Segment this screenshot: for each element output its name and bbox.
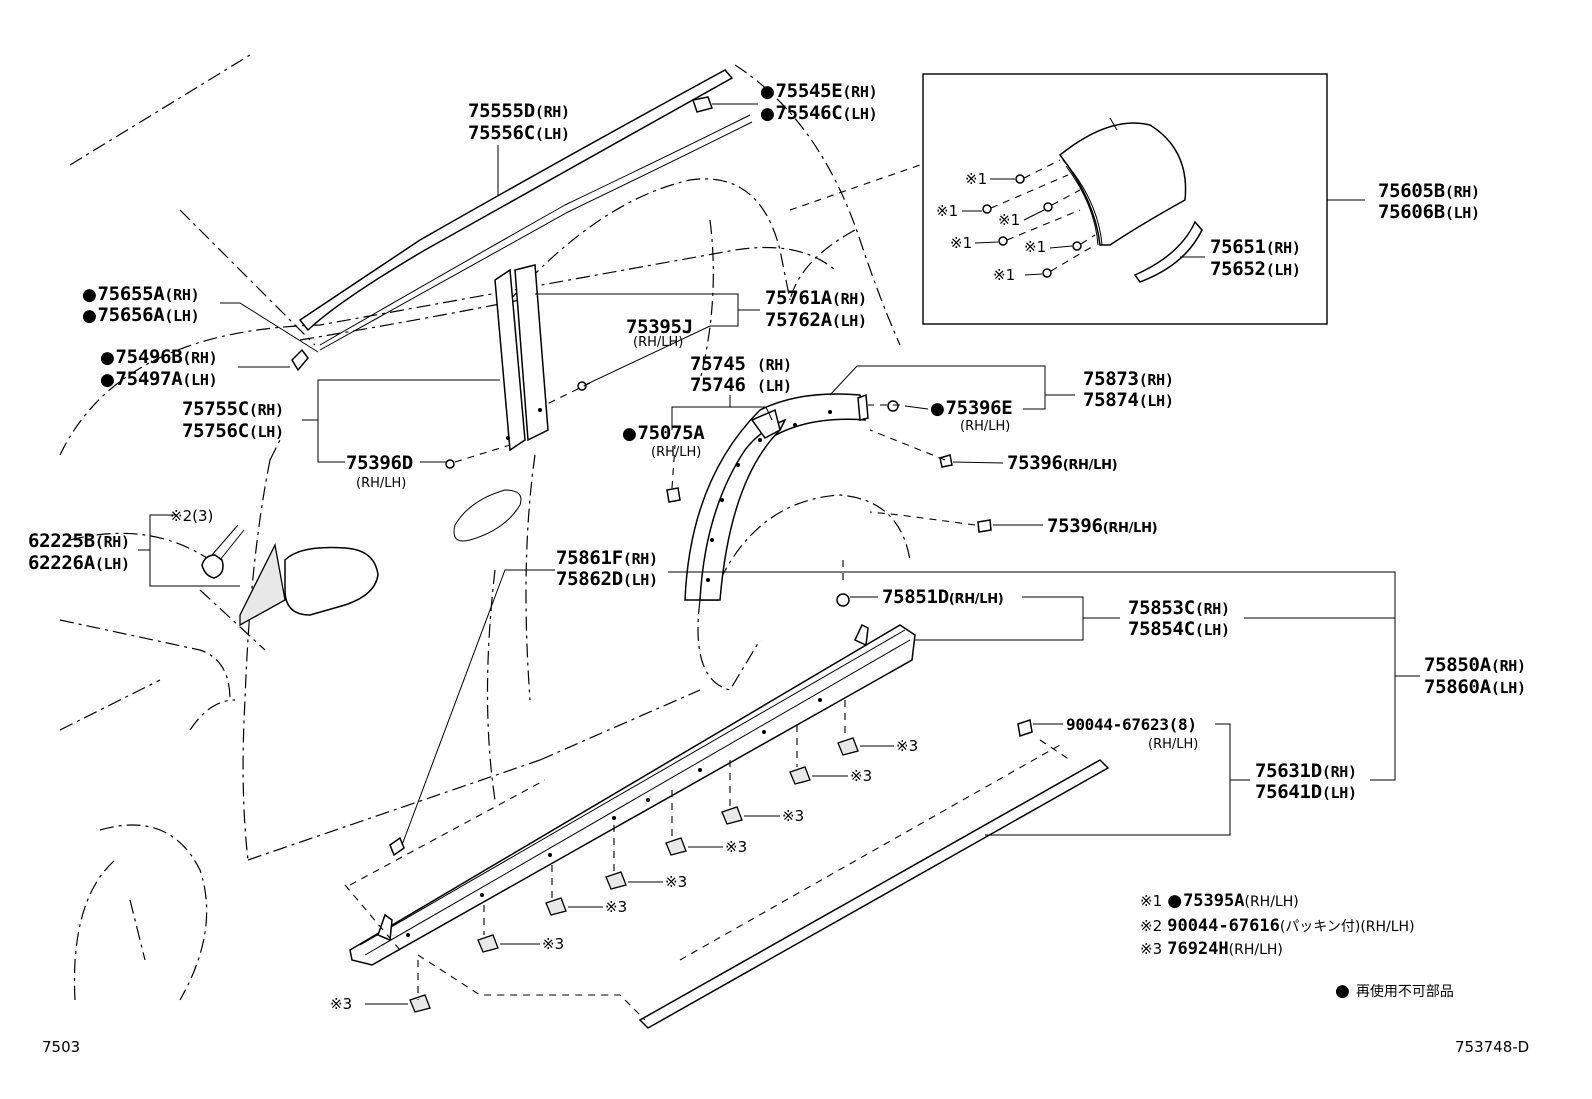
label-75641D: 75641D(LH) [1255, 781, 1357, 803]
footer-left-code: 7503 [42, 1038, 81, 1056]
mark-3-b: ※3 [850, 767, 873, 785]
label-75075A-note: (RH/LH) [651, 445, 702, 460]
label-75756C: 75756C(LH) [182, 420, 284, 442]
label-75606B: 75606B(LH) [1378, 201, 1480, 223]
mark-1-b: ※1 [936, 202, 959, 220]
mark-1-d: ※1 [950, 234, 973, 252]
dashed-leaders [454, 164, 1071, 761]
label-75497A: 75497A(LH) [100, 368, 218, 391]
label-75762A: 75762A(LH) [765, 309, 867, 331]
label-75656A: 75656A(LH) [82, 304, 200, 327]
label-75861F: 75861F(RH) [556, 547, 658, 569]
label-75396D: 75396D [346, 452, 413, 474]
label-75545E: 75545E(RH) [760, 80, 878, 103]
label-75396-upper: 75396(RH/LH) [1007, 452, 1118, 474]
mark-3-d: ※3 [725, 838, 748, 856]
mark-2-qty: ※2(3) [170, 507, 214, 525]
mark-1-f: ※1 [993, 266, 1016, 284]
legend-row-2: ※2 90044-67616(パッキン付)(RH/LH) [1140, 916, 1415, 936]
wheel-arch-molding [684, 393, 869, 601]
label-75651: 75651(RH) [1210, 236, 1301, 258]
label-75396E: 75396E [930, 397, 1013, 420]
label-75652: 75652(LH) [1210, 258, 1301, 280]
label-62226A: 62226A(LH) [28, 552, 130, 574]
legend-row-1: ※1 75395A(RH/LH) [1140, 890, 1299, 913]
label-75496B: 75496B(RH) [100, 346, 218, 369]
mark-3-a: ※3 [896, 737, 919, 755]
legend-non-reusable: 再使用不可部品 [1335, 980, 1454, 1003]
label-75555D: 75555D(RH) [468, 100, 570, 122]
label-75631D: 75631D(RH) [1255, 760, 1357, 782]
label-75873: 75873(RH) [1083, 368, 1174, 390]
label-75746: 75746 (LH) [690, 374, 792, 396]
label-75850A: 75850A(RH) [1424, 654, 1526, 676]
label-75396D-note: (RH/LH) [356, 476, 407, 491]
misc-clips [389, 381, 1033, 857]
rocker-clips [409, 700, 859, 1013]
mark-1-c: ※1 [998, 211, 1021, 229]
footer-right-code: 753748-D [1455, 1038, 1530, 1056]
label-75605B: 75605B(RH) [1378, 180, 1480, 202]
label-75854C: 75854C(LH) [1128, 618, 1230, 640]
roof-molding-part [298, 69, 753, 351]
label-75395J: 75395J [626, 316, 693, 338]
label-90044-67623: 90044-67623(8) [1066, 715, 1197, 734]
roof-clip [692, 96, 713, 113]
mark-3-h: ※3 [330, 995, 353, 1013]
mark-3-e: ※3 [665, 873, 688, 891]
inset-box [922, 73, 1328, 325]
label-75396-lower: 75396(RH/LH) [1047, 515, 1158, 537]
inset-mudguard-part [982, 117, 1203, 283]
mark-1-a: ※1 [965, 170, 988, 188]
label-75761A: 75761A(RH) [765, 287, 867, 309]
legend-row-3: ※3 76924H(RH/LH) [1140, 939, 1283, 959]
label-75396E-note: (RH/LH) [960, 419, 1011, 434]
label-75851D: 75851D(RH/LH) [882, 586, 1004, 608]
mark-3-c: ※3 [782, 807, 805, 825]
label-75755C: 75755C(RH) [182, 398, 284, 420]
rocker-panel-part [349, 623, 916, 966]
mirror-outline [201, 524, 379, 627]
leader-lines [138, 103, 1420, 1005]
vehicle-body-outline [59, 54, 911, 1001]
label-90044-67623-note: (RH/LH) [1148, 737, 1199, 752]
label-75655A: 75655A(RH) [82, 283, 200, 306]
mark-3-g: ※3 [542, 935, 565, 953]
label-62225B: 62225B(RH) [28, 530, 130, 552]
label-75395J-note: (RH/LH) [633, 335, 684, 350]
mark-3-f: ※3 [605, 898, 628, 916]
molding-end-piece [291, 348, 309, 372]
lower-molding-strip [344, 744, 1110, 1029]
label-75556C: 75556C(LH) [468, 122, 570, 144]
label-75874: 75874(LH) [1083, 389, 1174, 411]
label-75860A: 75860A(LH) [1424, 676, 1526, 698]
pillar-garnish-part [494, 264, 549, 452]
label-75862D: 75862D(LH) [556, 568, 658, 590]
label-75546C: 75546C(LH) [760, 102, 878, 125]
door-handle-outline [453, 489, 522, 542]
label-75853C: 75853C(RH) [1128, 597, 1230, 619]
label-75075A: 75075A [622, 422, 705, 445]
mark-1-e: ※1 [1024, 238, 1047, 256]
label-75745: 75745 (RH) [690, 353, 792, 375]
